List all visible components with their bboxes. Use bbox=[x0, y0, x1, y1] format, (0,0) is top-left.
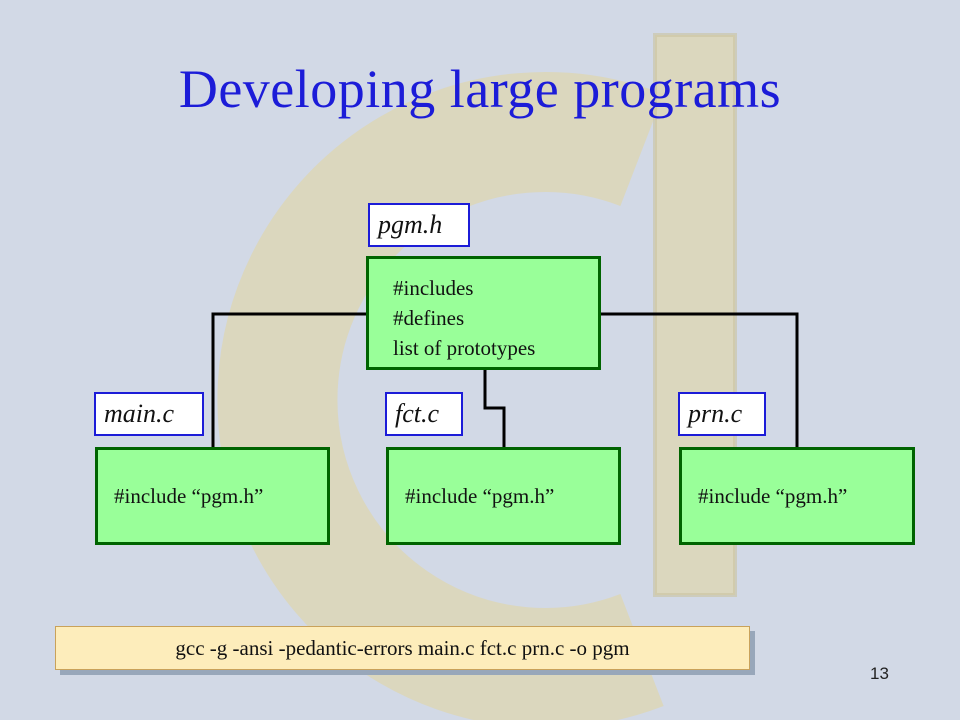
connector-main bbox=[211, 312, 366, 448]
header-box: #includes #defines list of prototypes bbox=[366, 256, 601, 370]
slide-title: Developing large programs bbox=[178, 59, 782, 119]
header-line-includes: #includes bbox=[393, 276, 474, 300]
label-main-c: main.c bbox=[94, 392, 204, 436]
label-fct-c: fct.c bbox=[385, 392, 463, 436]
slide-number: 13 bbox=[870, 664, 889, 683]
connector-prn bbox=[600, 312, 799, 448]
source-box-main: #include “pgm.h” bbox=[95, 447, 330, 545]
connector-fct bbox=[483, 370, 506, 448]
header-line-defines: #defines bbox=[393, 306, 465, 330]
source-box-prn: #include “pgm.h” bbox=[679, 447, 915, 545]
label-pgm-h: pgm.h bbox=[368, 203, 470, 247]
source-box-fct: #include “pgm.h” bbox=[386, 447, 621, 545]
header-line-prototypes: list of prototypes bbox=[393, 336, 536, 360]
label-prn-c: prn.c bbox=[678, 392, 766, 436]
compile-command: gcc -g -ansi -pedantic-errors main.c fct… bbox=[55, 626, 750, 670]
